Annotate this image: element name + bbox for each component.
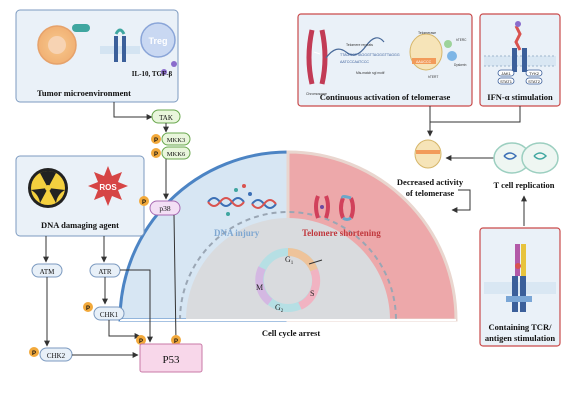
phospho-chk2-icon (29, 347, 39, 357)
telomerase-enzyme-icon (414, 139, 442, 169)
cell-cycle-arrest-label: Cell cycle arrest (262, 328, 321, 338)
telomerase-label: Telomerase (418, 31, 436, 35)
phospho-p38-icon (139, 196, 149, 206)
phase-g2-label: G2 (275, 303, 284, 314)
telomerase-activation-title: Continuous activation of telomerase (320, 92, 451, 102)
decreased-telomerase-line2: of telomerase (406, 188, 455, 198)
tcr-title-line1: Containing TCR/ (489, 322, 553, 332)
treg-cell-icon (140, 22, 177, 75)
atm-label: ATM (40, 268, 56, 276)
telomere-shortening-label: Telomere shortening (302, 228, 381, 238)
tak-label: TAK (159, 114, 173, 122)
chromosome-icon (306, 29, 328, 85)
ros-label: ROS (99, 183, 117, 192)
phase-m-label: M (256, 283, 263, 292)
dna-helix-icon (207, 184, 277, 216)
dna-damaging-agent-title: DNA damaging agent (41, 220, 119, 230)
phospho-p53-icon (171, 335, 181, 345)
dyskerin-label: Dyskerin (454, 63, 467, 67)
phospho-label: P (174, 339, 178, 345)
mkk3-label: MKK3 (167, 137, 185, 144)
mkk6-label: MKK6 (167, 151, 186, 158)
tyk2-label: TYK2 (529, 71, 540, 76)
phase-g1-label: G1 (285, 255, 294, 266)
tumor-microenvironment-title: Tumor microenvironment (37, 88, 131, 98)
phospho-label: P (142, 200, 146, 206)
sequence-bottom-label: AATCCCAATCCC (340, 60, 369, 64)
sequence-top-label: TTAGGGTTAGGGTTAGGGTTAGGG (340, 53, 400, 57)
tcell-replication-label: T cell replication (493, 180, 554, 190)
decreased-telomerase-line1: Decreased activity (397, 177, 464, 187)
dividing-cell-icon (493, 142, 559, 174)
phospho-label: P (154, 152, 158, 158)
telomere-strand-icon (325, 37, 385, 59)
chk1-to-p53-arrow (108, 320, 141, 339)
phospho-mkk6-icon (151, 148, 161, 158)
atr-label: ATR (98, 268, 112, 276)
chk1-label: CHK1 (100, 311, 119, 319)
chromosome-icon (314, 195, 355, 221)
chk2-label: CHK2 (47, 352, 66, 360)
phase-s-label: S (310, 289, 314, 298)
chromosome-label: Chromosome (306, 92, 327, 96)
tumor-to-tak-arrow (113, 102, 153, 120)
tcr-receptor-icon (484, 244, 556, 312)
p38-node (149, 200, 181, 216)
p38-to-p53-arrow (172, 214, 179, 343)
mkk6-node (161, 146, 191, 160)
ifn-to-telomerase-arrow (427, 106, 521, 137)
tcr-title-line2: antigen stimulation (485, 333, 555, 343)
phospho-label: P (154, 138, 158, 144)
stat2-label: STAT2 (528, 79, 541, 84)
phospho-p53-icon (136, 335, 146, 345)
cytokines-label: IL-10, TGF-β (132, 70, 173, 78)
template-sequence-label: AAUCCC (416, 60, 432, 64)
ifn-alpha-title: IFN-α stimulation (487, 92, 553, 102)
hterc-label: hTERC (456, 38, 467, 42)
htert-label: hTERT (428, 75, 438, 79)
jak1-label: JAK1 (501, 71, 511, 76)
treg-label: Treg (148, 36, 167, 46)
p53-label: P53 (162, 354, 180, 366)
cell-cycle-hemisphere (118, 150, 458, 322)
cell-cycle-wheel (255, 248, 323, 312)
stat1-label: STAT1 (500, 79, 513, 84)
ifn-receptor-icon (484, 21, 556, 85)
phospho-label: P (32, 351, 36, 357)
tumor-cell-icon (37, 24, 90, 65)
p38-label: p38 (159, 204, 171, 213)
radiation-icon (28, 168, 68, 208)
ros-burst-icon (88, 166, 128, 206)
telomere-repeats-label: Telomere repeats (346, 43, 373, 47)
telomerase-enzyme-icon (409, 33, 457, 71)
phospho-label: P (86, 306, 90, 312)
mismatch-label: Mis-match sgl motif (356, 71, 384, 75)
p53-node (139, 343, 203, 373)
dna-injury-label: DNA injury (214, 228, 260, 238)
mkk3-node (161, 132, 191, 146)
atr-to-p53-arrow (120, 269, 153, 343)
telomerase-to-shortening-arrow (451, 189, 471, 213)
phospho-label: P (139, 339, 143, 345)
membrane-receptor-icon (100, 28, 140, 62)
phospho-chk1-icon (83, 302, 93, 312)
phospho-mkk3-icon (151, 134, 161, 144)
